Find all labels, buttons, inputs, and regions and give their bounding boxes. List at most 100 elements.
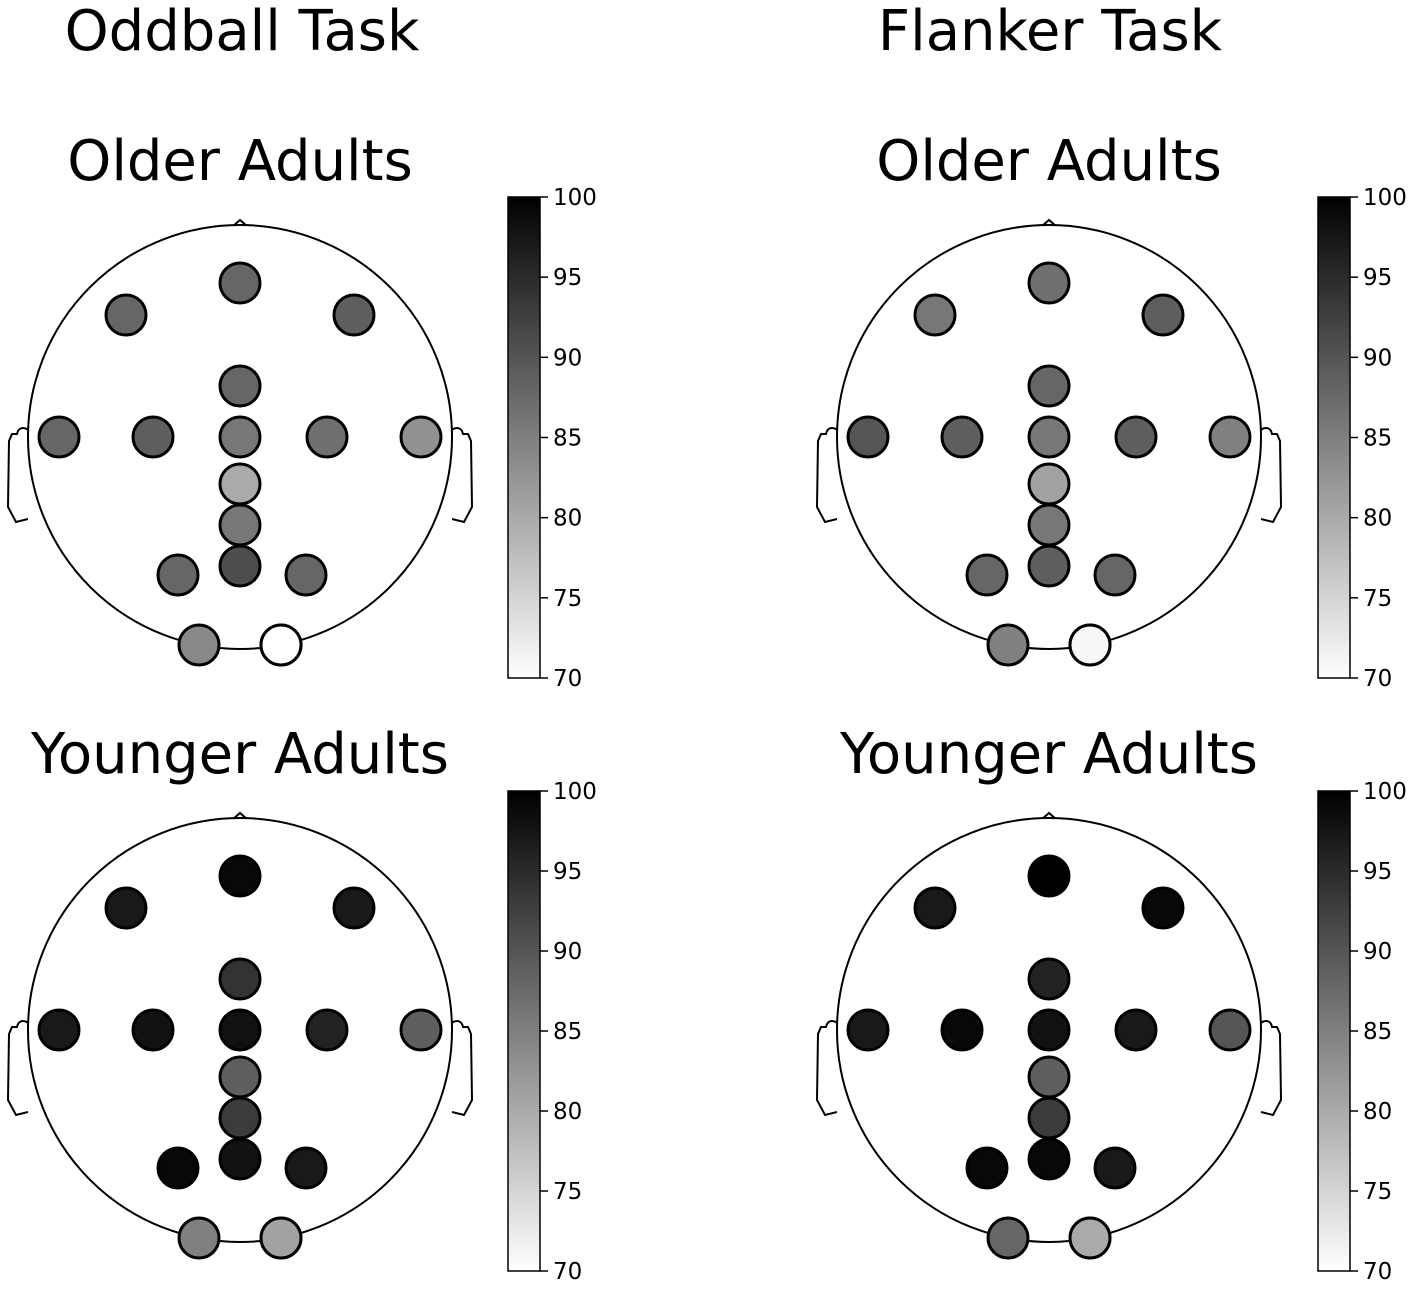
colorbar-tick-label: 85: [1363, 1019, 1392, 1045]
right-ear-outline: [449, 427, 474, 524]
electrode-marker: [965, 553, 1009, 597]
electrode-marker: [986, 623, 1030, 667]
colorbar-tick-label: 70: [553, 666, 582, 692]
flanker-task-title: Flanker Task: [877, 0, 1223, 64]
colorbar-tick-label: 90: [1363, 345, 1392, 371]
electrode-marker: [1068, 1216, 1112, 1260]
electrode-marker: [156, 1146, 200, 1190]
colorbar-tick-label: 75: [553, 1179, 582, 1205]
electrode-marker: [104, 293, 148, 337]
colorbar: [507, 196, 541, 679]
colorbar-tick-label: 90: [553, 939, 582, 965]
electrode-marker: [259, 1216, 303, 1260]
electrode-marker: [218, 854, 262, 898]
electrode-marker: [218, 1096, 262, 1140]
electrode-marker: [37, 415, 81, 459]
colorbar-tick-label: 80: [1363, 1099, 1392, 1125]
electrode-marker: [305, 1008, 349, 1052]
electrode-marker: [332, 293, 376, 337]
electrode-marker: [1027, 503, 1071, 547]
electrode-marker: [37, 1008, 81, 1052]
electrode-marker: [156, 553, 200, 597]
electrode-marker: [1027, 1137, 1071, 1181]
electrode-marker: [305, 415, 349, 459]
colorbar-tick-label: 100: [1363, 185, 1407, 211]
electrode-marker: [1208, 415, 1252, 459]
electrode-marker: [218, 462, 262, 506]
electrode-marker: [1114, 1008, 1158, 1052]
electrode-marker: [846, 415, 890, 459]
colorbar-tick-label: 80: [1363, 506, 1392, 532]
electrode-marker: [1027, 415, 1071, 459]
electrode-marker: [1027, 462, 1071, 506]
colorbar-tick-label: 100: [553, 185, 597, 211]
electrode-marker: [177, 623, 221, 667]
electrode-marker: [399, 415, 443, 459]
colorbar-tick-label: 80: [553, 1099, 582, 1125]
electrode-marker: [131, 415, 175, 459]
electrode-marker: [218, 1008, 262, 1052]
electrode-marker: [1093, 1146, 1137, 1190]
electrode-marker: [259, 623, 303, 667]
panel-title: Older Adults: [876, 129, 1222, 194]
electrode-marker: [218, 1055, 262, 1099]
electrode-marker: [218, 364, 262, 408]
colorbar-tick-label: 75: [1363, 1179, 1392, 1205]
electrode-marker: [1208, 1008, 1252, 1052]
electrode-marker: [218, 415, 262, 459]
electrode-marker: [1027, 544, 1071, 588]
electrode-marker: [284, 1146, 328, 1190]
left-ear-outline: [6, 427, 31, 524]
right-ear-outline: [1258, 1020, 1283, 1117]
electrode-marker: [913, 886, 957, 930]
colorbar-tick-label: 95: [553, 859, 582, 885]
electrode-marker: [218, 503, 262, 547]
left-ear-outline: [815, 1020, 840, 1117]
electrode-marker: [1141, 293, 1185, 337]
colorbar-tick-label: 70: [1363, 1259, 1392, 1285]
left-ear-outline: [815, 427, 840, 524]
electrode-marker: [1027, 854, 1071, 898]
colorbar: [507, 790, 541, 1272]
electrode-marker: [1027, 364, 1071, 408]
colorbar-tick-label: 95: [553, 265, 582, 291]
oddball-task-title: Oddball Task: [64, 0, 420, 64]
colorbar-tick-label: 95: [1363, 859, 1392, 885]
panel-title: Older Adults: [67, 129, 413, 194]
electrode-marker: [1027, 1096, 1071, 1140]
left-ear-outline: [6, 1020, 31, 1117]
electrode-marker: [1027, 1055, 1071, 1099]
electrode-marker: [986, 1216, 1030, 1260]
colorbar-tick-label: 75: [553, 586, 582, 612]
panel-title: Younger Adults: [30, 722, 449, 787]
colorbar-tick-label: 85: [553, 426, 582, 452]
colorbar-tick-label: 70: [1363, 666, 1392, 692]
colorbar-tick-label: 100: [1363, 779, 1407, 805]
right-ear-outline: [1258, 427, 1283, 524]
electrode-marker: [104, 886, 148, 930]
colorbar-tick-label: 75: [1363, 586, 1392, 612]
colorbar: [1317, 790, 1351, 1272]
right-ear-outline: [449, 1020, 474, 1117]
colorbar-tick-label: 100: [553, 779, 597, 805]
colorbar: [1317, 196, 1351, 679]
electrode-marker: [846, 1008, 890, 1052]
colorbar-tick-label: 95: [1363, 265, 1392, 291]
electrode-marker: [131, 1008, 175, 1052]
panel-title: Younger Adults: [839, 722, 1258, 787]
electrode-marker: [1027, 261, 1071, 305]
electrode-marker: [218, 1137, 262, 1181]
electrode-marker: [218, 957, 262, 1001]
electrode-marker: [940, 1008, 984, 1052]
electrode-marker: [1027, 957, 1071, 1001]
electrode-marker: [1027, 1008, 1071, 1052]
electrode-marker: [177, 1216, 221, 1260]
electrode-marker: [218, 261, 262, 305]
electrode-marker: [218, 544, 262, 588]
electrode-marker: [965, 1146, 1009, 1190]
